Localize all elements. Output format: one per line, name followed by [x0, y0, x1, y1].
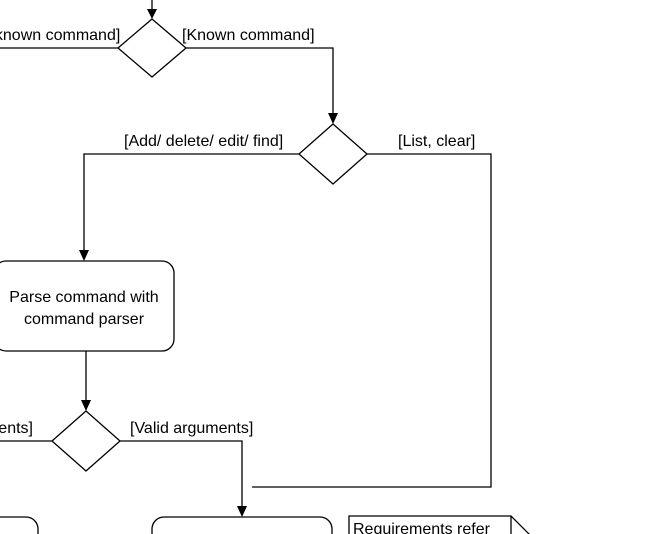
label-unknown-command: [Unknown command] — [0, 27, 120, 44]
arrowhead-add-delete-edit-find — [79, 250, 89, 261]
arrowhead-known-command — [328, 113, 338, 124]
requirements-note-text: Requirements refer — [353, 521, 491, 534]
edge-valid-arguments — [120, 440, 243, 507]
arrowhead-top — [147, 9, 157, 19]
label-valid-arguments: [Valid arguments] — [130, 420, 253, 437]
edge-known-command — [186, 47, 334, 114]
decision-argument-validity — [51, 410, 121, 472]
arrowhead-valid-arguments — [237, 506, 247, 517]
label-known-command: [Known command] — [182, 27, 315, 44]
action-parse-command-line2: command parser — [24, 311, 145, 328]
action-execute-command-partial — [151, 516, 333, 534]
label-add-delete-edit-find: [Add/ delete/ edit/ find] — [124, 133, 283, 150]
requirements-note-fold — [510, 516, 512, 534]
edge-list-clear — [252, 153, 492, 488]
action-parse-command — [0, 260, 175, 352]
decision-known-command — [116, 18, 188, 78]
requirements-note — [348, 515, 530, 534]
action-parse-command-line1: Parse command with — [9, 289, 158, 306]
label-list-clear: [List, clear] — [398, 133, 475, 150]
arrowhead-parse-to-validation — [81, 400, 91, 411]
action-invalid-arguments-partial — [0, 516, 39, 534]
edge-add-delete-edit-find — [83, 153, 299, 251]
label-invalid-arguments: [Invalid arguments] — [0, 420, 33, 437]
decision-command-type — [298, 123, 368, 185]
